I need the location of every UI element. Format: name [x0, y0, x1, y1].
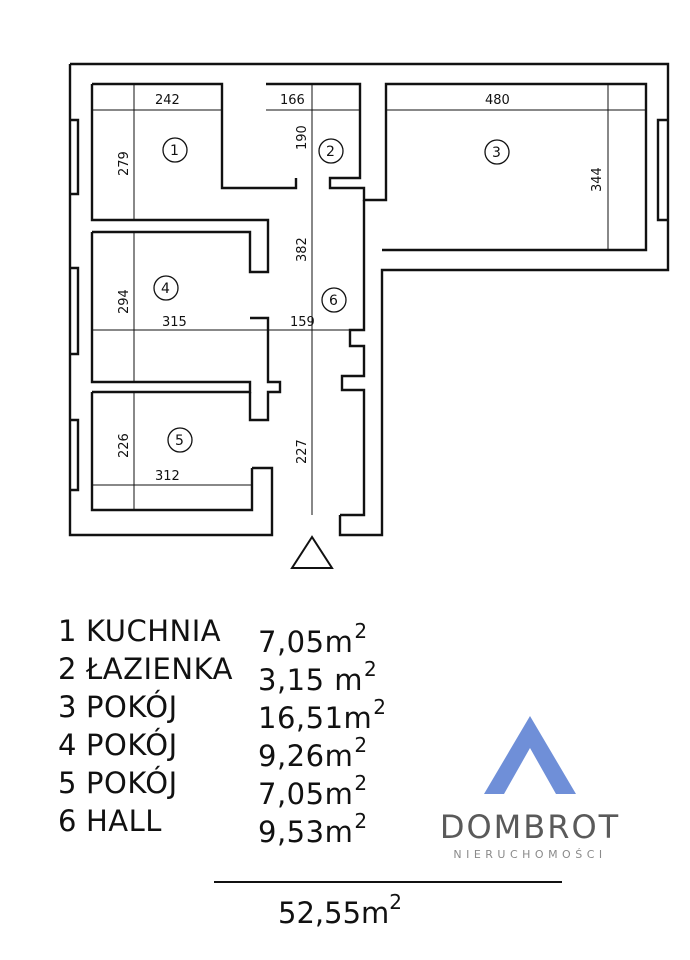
dim-166: 166 — [280, 93, 305, 108]
room-number-2: 2 — [326, 144, 335, 160]
logo-tagline: NIERUCHOMOŚCI — [453, 848, 607, 861]
logo-name: DOMBROT — [439, 808, 621, 846]
legend-area: 7,05m2 — [258, 764, 368, 813]
legend-area-value: 7,05m — [258, 777, 354, 811]
legend-name: POKÓJ — [86, 766, 178, 800]
dim-226: 226 — [117, 433, 132, 458]
dim-382: 382 — [295, 237, 310, 262]
legend-area-value: 16,51m — [258, 701, 373, 735]
total-area: 52,55m2 — [278, 890, 402, 930]
dim-480: 480 — [485, 93, 510, 108]
legend-name: KUCHNIA — [86, 614, 222, 648]
room-number-4: 4 — [161, 281, 170, 297]
legend-name: POKÓJ — [86, 690, 178, 724]
legend-area: 16,51m2 — [258, 688, 387, 737]
legend-area: 7,05m2 — [258, 612, 368, 661]
dim-242: 242 — [155, 93, 180, 108]
dombrot-logo: DOMBROT NIERUCHOMOŚCI — [412, 716, 648, 866]
legend-area-unit: 2 — [354, 619, 368, 643]
legend-name: POKÓJ — [86, 728, 178, 762]
logo-roof-icon — [484, 716, 576, 794]
legend-area-unit: 2 — [354, 733, 368, 757]
room-number-1: 1 — [170, 143, 179, 159]
dim-159: 159 — [290, 315, 315, 330]
legend-num: 6 — [58, 804, 77, 838]
legend-area-unit: 2 — [354, 771, 368, 795]
legend-area-unit: 2 — [364, 657, 378, 681]
dim-312: 312 — [155, 469, 180, 484]
walls — [68, 62, 670, 537]
legend-area: 3,15 m2 — [258, 650, 377, 699]
room-number-3: 3 — [492, 145, 501, 161]
legend-area-value: 3,15 m — [258, 663, 364, 697]
room-number-5: 5 — [175, 433, 184, 449]
room-number-6: 6 — [329, 293, 338, 309]
entrance-marker-icon — [290, 535, 334, 569]
legend-num: 4 — [58, 728, 77, 762]
total-area-unit: 2 — [389, 890, 403, 914]
dim-190: 190 — [295, 125, 310, 150]
dim-227: 227 — [295, 439, 310, 464]
dim-315: 315 — [162, 315, 187, 330]
legend-num: 1 — [58, 614, 77, 648]
legend-num: 3 — [58, 690, 77, 724]
total-divider — [214, 881, 562, 883]
legend-area-value: 9,53m — [258, 815, 354, 849]
legend-num: 5 — [58, 766, 77, 800]
dim-279: 279 — [117, 151, 132, 176]
room-markers — [153, 137, 510, 453]
dim-344: 344 — [590, 167, 605, 192]
legend-area: 9,53m2 — [258, 802, 368, 851]
dimension-lines — [92, 84, 646, 515]
legend-area: 9,26m2 — [258, 726, 368, 775]
legend-area-value: 7,05m — [258, 625, 354, 659]
legend-area-value: 9,26m — [258, 739, 354, 773]
legend-area-unit: 2 — [354, 809, 368, 833]
legend-name: HALL — [86, 804, 162, 838]
legend-num: 2 — [58, 652, 77, 686]
floor-plan: 242 166 480 279 190 344 382 294 315 159 … — [68, 62, 670, 569]
dim-294: 294 — [117, 289, 132, 314]
total-area-value: 52,55m — [278, 896, 390, 930]
legend-area-unit: 2 — [373, 695, 387, 719]
legend-name: ŁAZIENKA — [86, 652, 233, 686]
